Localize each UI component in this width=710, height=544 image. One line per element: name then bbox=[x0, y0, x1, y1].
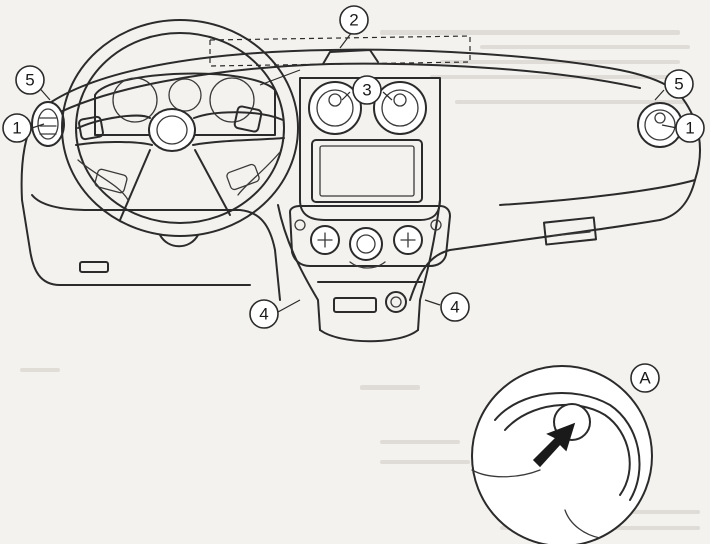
callout-5-right: 5 bbox=[664, 69, 694, 99]
callout-4-left: 4 bbox=[249, 299, 279, 329]
callout-1-right: 1 bbox=[675, 113, 705, 143]
callout-a: A bbox=[630, 363, 660, 393]
svg-text:3: 3 bbox=[362, 81, 371, 100]
svg-text:2: 2 bbox=[349, 11, 358, 30]
steering-wheel bbox=[61, 19, 299, 248]
svg-text:4: 4 bbox=[450, 298, 459, 317]
svg-text:5: 5 bbox=[674, 75, 683, 94]
push-arrow-icon bbox=[532, 422, 576, 468]
side-vent-left bbox=[31, 101, 65, 147]
callout-5-left: 5 bbox=[15, 65, 45, 95]
side-vent-right bbox=[637, 102, 683, 148]
svg-text:4: 4 bbox=[259, 305, 268, 324]
svg-text:A: A bbox=[639, 369, 651, 388]
callout-3: 3 bbox=[352, 75, 382, 105]
svg-text:1: 1 bbox=[685, 119, 694, 138]
callout-4-right: 4 bbox=[440, 292, 470, 322]
svg-text:1: 1 bbox=[12, 119, 21, 138]
centre-console bbox=[289, 77, 451, 269]
callouts: 1 5 2 3 5 1 4 4 bbox=[2, 5, 705, 393]
windshield-defrost-zone bbox=[209, 35, 471, 67]
svg-text:5: 5 bbox=[25, 71, 34, 90]
detail-a-view bbox=[471, 365, 653, 544]
leader-lines bbox=[31, 31, 678, 313]
callout-1-left: 1 bbox=[2, 113, 32, 143]
callout-2: 2 bbox=[339, 5, 369, 35]
